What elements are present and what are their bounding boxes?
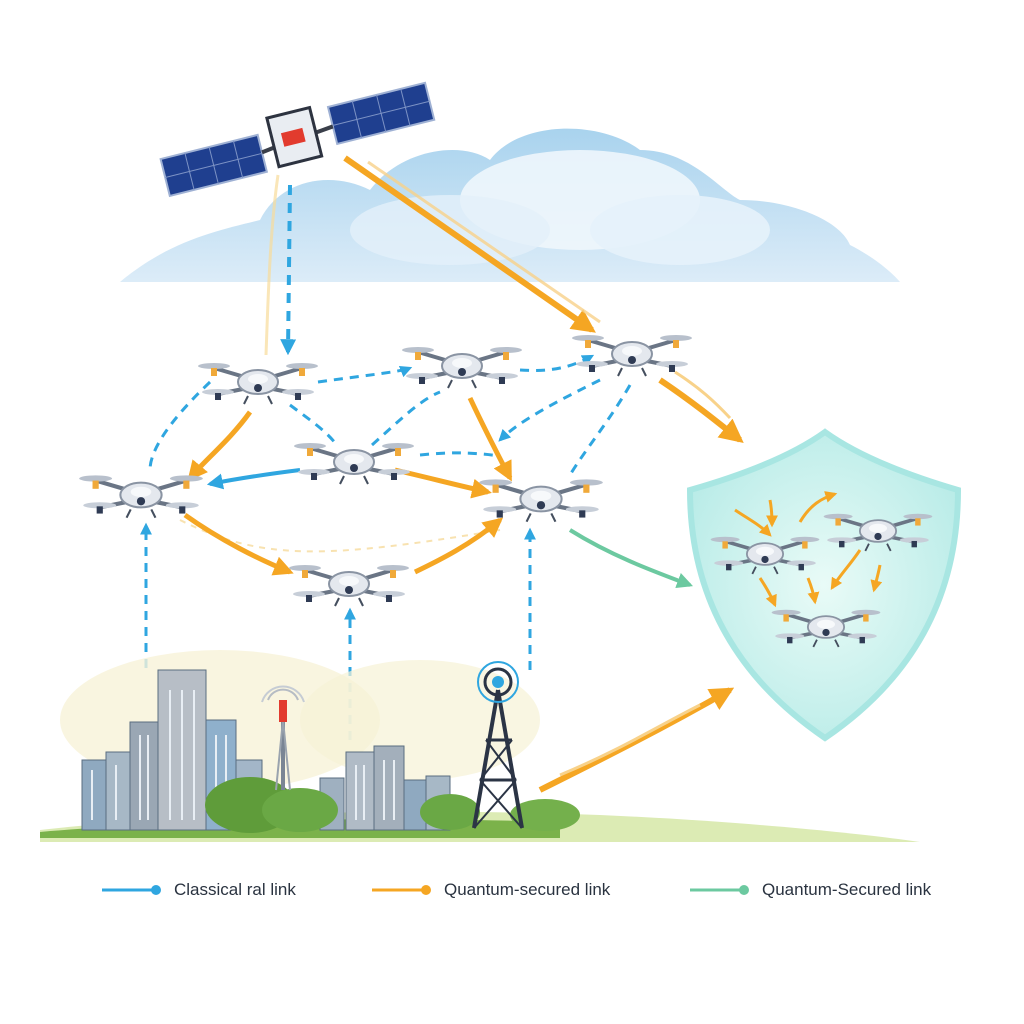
legend-item-quantum-secured: Quantum-Secured link	[688, 876, 931, 904]
drone-icon	[402, 345, 522, 390]
drone-swarm	[79, 333, 692, 606]
green-arrow-dot-icon	[690, 885, 749, 895]
drone-icon	[294, 441, 414, 486]
shield-icon	[686, 428, 962, 742]
antenna-icon	[261, 685, 305, 791]
legend-label: Quantum-Secured link	[762, 880, 932, 899]
drone-links	[148, 354, 744, 588]
blue-arrow-dot-icon	[102, 885, 161, 895]
drone-icon	[79, 475, 203, 517]
orange-arrow-dot-icon	[372, 885, 431, 895]
satellite-links	[264, 155, 601, 356]
satellite-icon	[159, 81, 436, 198]
legend-label: Classical ral link	[174, 880, 296, 899]
legend-item-classical: Classical ral link	[100, 876, 296, 904]
drone-icon	[289, 565, 409, 606]
legend-item-quantum: Quantum-secured link	[370, 876, 610, 904]
drone-icon	[198, 361, 318, 406]
legend-label: Quantum-secured link	[444, 880, 611, 899]
drone-icon	[479, 479, 603, 521]
radio-tower-icon	[472, 661, 524, 829]
